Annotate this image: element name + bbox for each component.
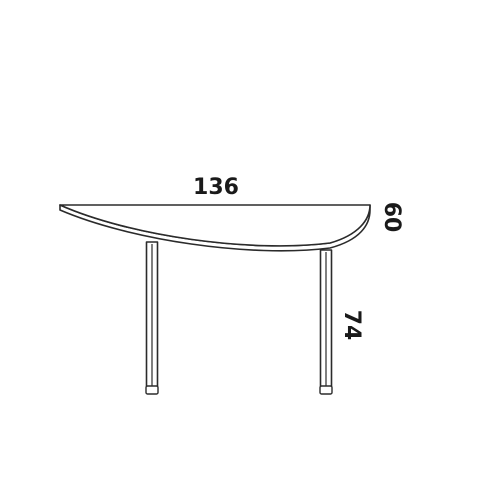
depth-dimension-label: 60 [379, 202, 404, 233]
height-dimension-label: 74 [339, 310, 364, 341]
width-dimension-label: 136 [193, 175, 239, 200]
table-top-surface [59, 204, 371, 247]
right-leg [319, 249, 333, 395]
right-leg-foot [319, 385, 333, 395]
left-leg-foot [145, 385, 159, 395]
left-leg [145, 241, 159, 395]
table-top [59, 204, 371, 252]
